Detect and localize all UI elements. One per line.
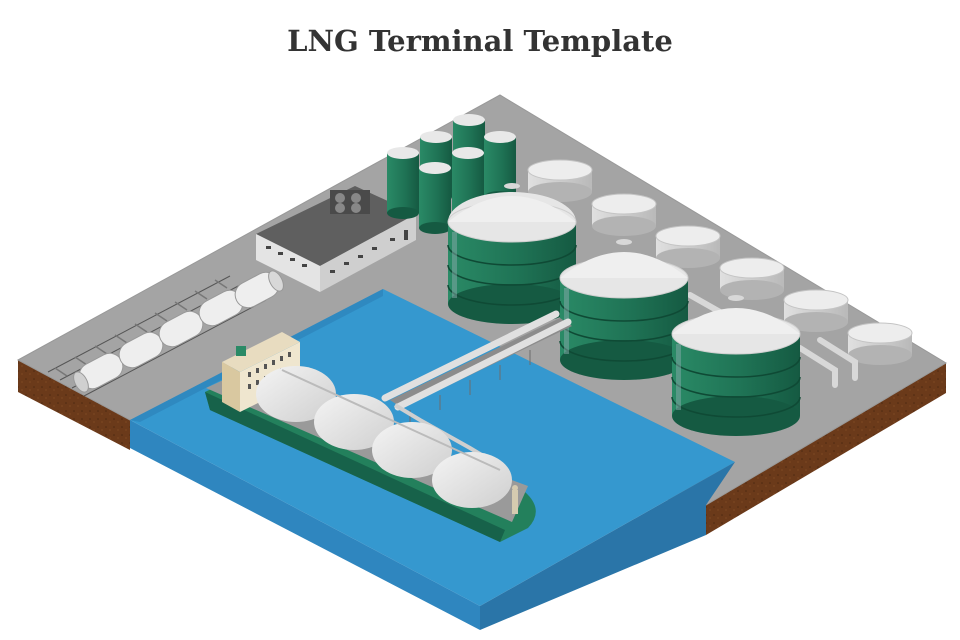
large-tank [671,295,801,436]
silo [387,147,419,219]
cargo-dome [372,422,452,478]
large-lng-tanks [447,183,801,436]
storage-silos [387,114,516,234]
cargo-dome [432,452,512,508]
small-tank [719,257,785,300]
large-tank [447,183,577,324]
large-tank [559,239,689,380]
small-tank [527,159,593,202]
small-tank [783,289,849,332]
small-tank [655,225,721,268]
tank-ladder [452,232,457,298]
rail-car [234,270,284,309]
jetty-pipeline [381,310,572,462]
silo [419,162,451,234]
cargo-dome [314,394,394,450]
page-title: LNG Terminal Template [287,24,673,58]
small-tank [591,193,657,236]
small-storage-tanks [527,159,913,365]
warehouse-building [256,186,416,292]
lng-carrier-ship [205,332,536,542]
rail-tank-cars [73,270,284,393]
tank-ladder [676,344,681,410]
ship-mast [512,490,518,514]
cargo-dome [256,366,336,422]
transfer-pipes [687,292,858,388]
small-tank [847,322,913,365]
